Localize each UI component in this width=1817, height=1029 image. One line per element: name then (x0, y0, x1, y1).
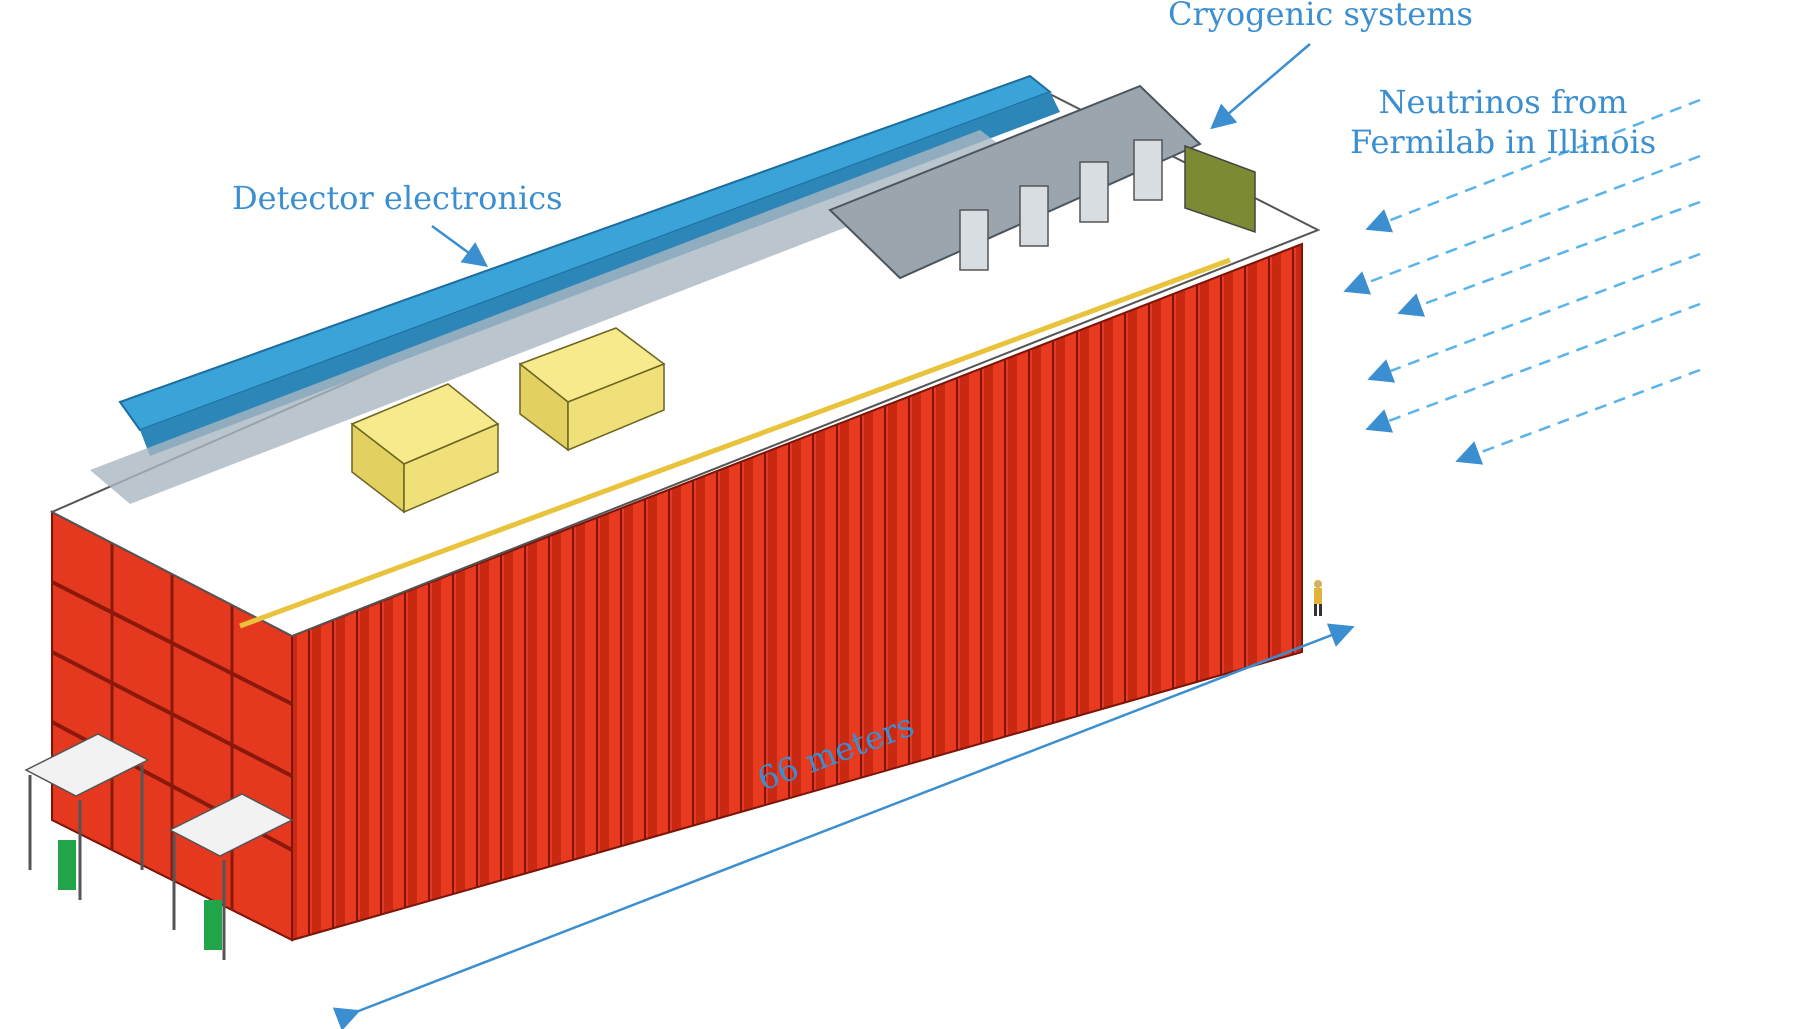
annotation-arrows (332, 43, 1355, 1029)
support-stands (24, 733, 294, 960)
person-figure (1314, 580, 1322, 616)
cryogenic-systems-label: Cryogenic systems (1168, 0, 1473, 33)
electronics-racks (90, 74, 1060, 504)
roof-walkway (239, 257, 1231, 629)
neutrino-beam-arrows (1343, 98, 1701, 465)
service-enclosures (350, 327, 666, 514)
length-dimension-arrow (332, 623, 1355, 1029)
detector-electronics-label: Detector electronics (232, 179, 563, 217)
cryo-pointer-arrow (1210, 43, 1311, 130)
neutrinos-label: Neutrinos from Fermilab in Illinois (1350, 82, 1656, 162)
cryogenic-equipment (828, 84, 1256, 280)
neutrinos-label-line2: Fermilab in Illinois (1350, 123, 1657, 161)
electronics-pointer-arrow (431, 224, 489, 267)
neutrinos-label-line1: Neutrinos from (1378, 83, 1628, 121)
